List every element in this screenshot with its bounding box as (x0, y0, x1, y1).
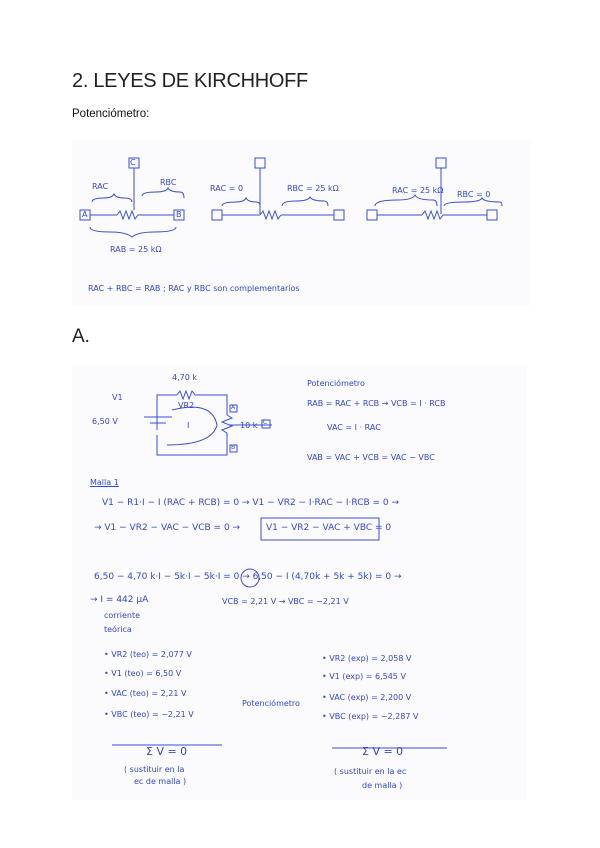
kirchhoff-notes-figure: 4,70 k V1 VR2 6,50 V I 10 k A B C Potenc… (72, 365, 527, 800)
current-result: → I = 442 μA (90, 595, 149, 605)
complementary-note: RAC + RBC = RAB ; RAC y RBC son compleme… (88, 284, 300, 293)
calculation-equation: 6,50 − 4,70 k·I − 5k·I − 5k·I = 0 → 6,50… (94, 572, 402, 582)
page-title: 2. LEYES DE KIRCHHOFF (72, 70, 308, 92)
exp-value: • VAC (exp) = 2,200 V (322, 693, 412, 702)
terminal-a-label: A (82, 210, 88, 219)
vr2-label: VR2 (178, 401, 195, 410)
vcb-result: VCB = 2,21 V → VBC = −2,21 V (222, 597, 349, 606)
rac-zero-label: RAC = 0 (210, 184, 244, 193)
current-note: teórica (104, 625, 132, 634)
node-a: A (231, 404, 236, 411)
malla-boxed-equation: V1 − VR2 − VAC + VBC = 0 (266, 523, 392, 533)
resistor-value: 4,70 k (172, 373, 197, 382)
current-label: I (187, 421, 190, 430)
rac-label: RAC (92, 182, 109, 191)
subtitle: Potenciómetro: (72, 108, 150, 120)
sum-teo-note: ec de malla ) (134, 777, 187, 786)
malla-equation: → V1 − VR2 − VAC − VCB = 0 → (94, 523, 241, 533)
potentiometer-figure: C A B RAC RBC RAB = 25 kΩ RAC = 0 RBC = … (72, 140, 530, 306)
sum-teo: Σ V = 0 (146, 745, 188, 758)
node-b: B (231, 444, 236, 451)
teo-value: • VR2 (teo) = 2,077 V (104, 650, 192, 659)
malla-title: Malla 1 (90, 478, 119, 487)
sum-exp-note: ( sustituir en la ec (334, 767, 407, 776)
teo-value: • V1 (teo) = 6,50 V (104, 669, 182, 678)
exp-value: • VBC (exp) = −2,287 V (322, 712, 419, 721)
source-voltage: 6,50 V (92, 417, 118, 426)
section-heading: A. (72, 326, 90, 347)
pot-value: 10 k (240, 421, 258, 430)
rbc-full-label: RBC = 25 kΩ (287, 184, 339, 193)
rac-full-label: RAC = 25 kΩ (392, 186, 444, 195)
terminal-c-label: C (130, 158, 136, 167)
rbc-label: RBC (160, 178, 177, 187)
teo-value: • VAC (teo) = 2,21 V (104, 689, 187, 698)
exp-value: • V1 (exp) = 6,545 V (322, 672, 406, 681)
rbc-zero-label: RBC = 0 (457, 190, 491, 199)
pot-note: Potenciómetro (307, 379, 365, 388)
malla-equation: V1 − R1·I − I (RAC + RCB) = 0 → V1 − VR2… (102, 498, 400, 508)
pot-note: VAB = VAC + VCB = VAC − VBC (307, 453, 435, 462)
teo-value: • VBC (teo) = −2,21 V (104, 710, 194, 719)
node-c: C (263, 419, 268, 426)
pot-note: VAC = I · RAC (327, 423, 381, 432)
rab-label: RAB = 25 kΩ (110, 245, 162, 254)
pot-side-label: Potenciómetro (242, 699, 300, 708)
exp-value: • VR2 (exp) = 2,058 V (322, 654, 412, 663)
pot-note: RAB = RAC + RCB → VCB = I · RCB (307, 399, 446, 408)
sum-teo-note: ( sustituir en la (124, 765, 185, 774)
sum-exp: Σ V = 0 (362, 745, 404, 758)
v1-label: V1 (112, 393, 123, 402)
terminal-b-label: B (176, 210, 182, 219)
sum-exp-note: de malla ) (362, 781, 403, 790)
current-note: corriente (104, 611, 141, 620)
